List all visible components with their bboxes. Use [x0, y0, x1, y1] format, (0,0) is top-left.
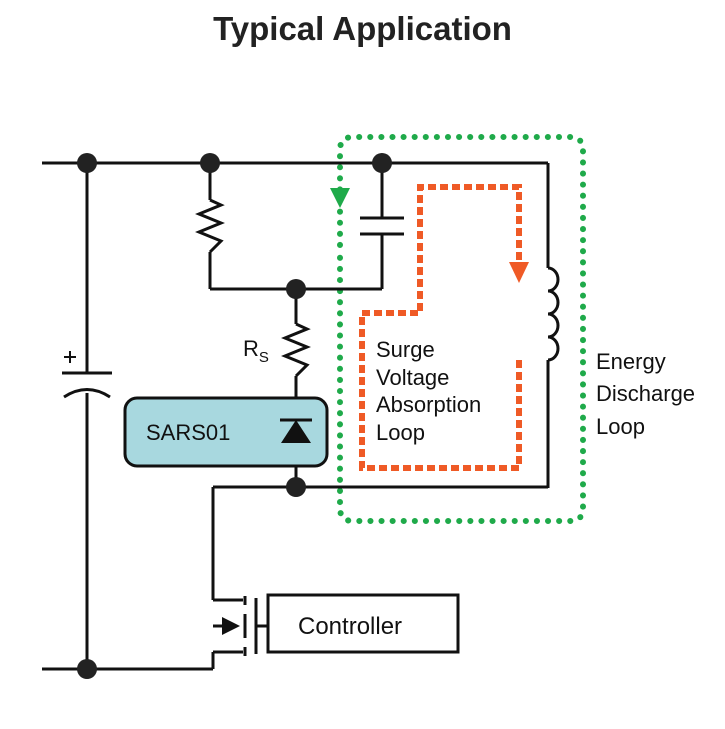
rs-resistor — [281, 322, 311, 378]
energy-loop-label-2: Discharge — [596, 381, 695, 406]
diagram-title: Typical Application — [213, 10, 512, 47]
surge-loop-label-1: Surge — [376, 337, 435, 362]
inductor — [547, 266, 560, 362]
energy-loop-arrow — [330, 188, 350, 208]
energy-loop-label-1: Energy — [596, 349, 666, 374]
surge-loop-label-2: Voltage — [376, 365, 449, 390]
diode-icon — [281, 420, 311, 443]
controller-block: Controller — [266, 593, 460, 654]
surge-absorption-loop — [359, 184, 529, 471]
upper-resistor — [195, 198, 225, 254]
surge-loop-label-3: Absorption — [376, 392, 481, 417]
sars01-device: SARS01 — [123, 396, 329, 468]
energy-discharge-loop — [330, 134, 586, 524]
controller-label: Controller — [298, 613, 402, 640]
sars01-label: SARS01 — [146, 420, 230, 445]
surge-loop-arrow — [509, 262, 529, 283]
energy-loop-label-3: Loop — [596, 414, 645, 439]
mosfet — [213, 596, 268, 656]
bulk-capacitor — [62, 351, 112, 399]
surge-loop-label-4: Loop — [376, 420, 425, 445]
rs-label: RS — [243, 336, 269, 366]
mosfet-arrow-icon — [222, 617, 240, 635]
junction-dots — [77, 153, 392, 679]
snubber-capacitor — [360, 216, 404, 236]
